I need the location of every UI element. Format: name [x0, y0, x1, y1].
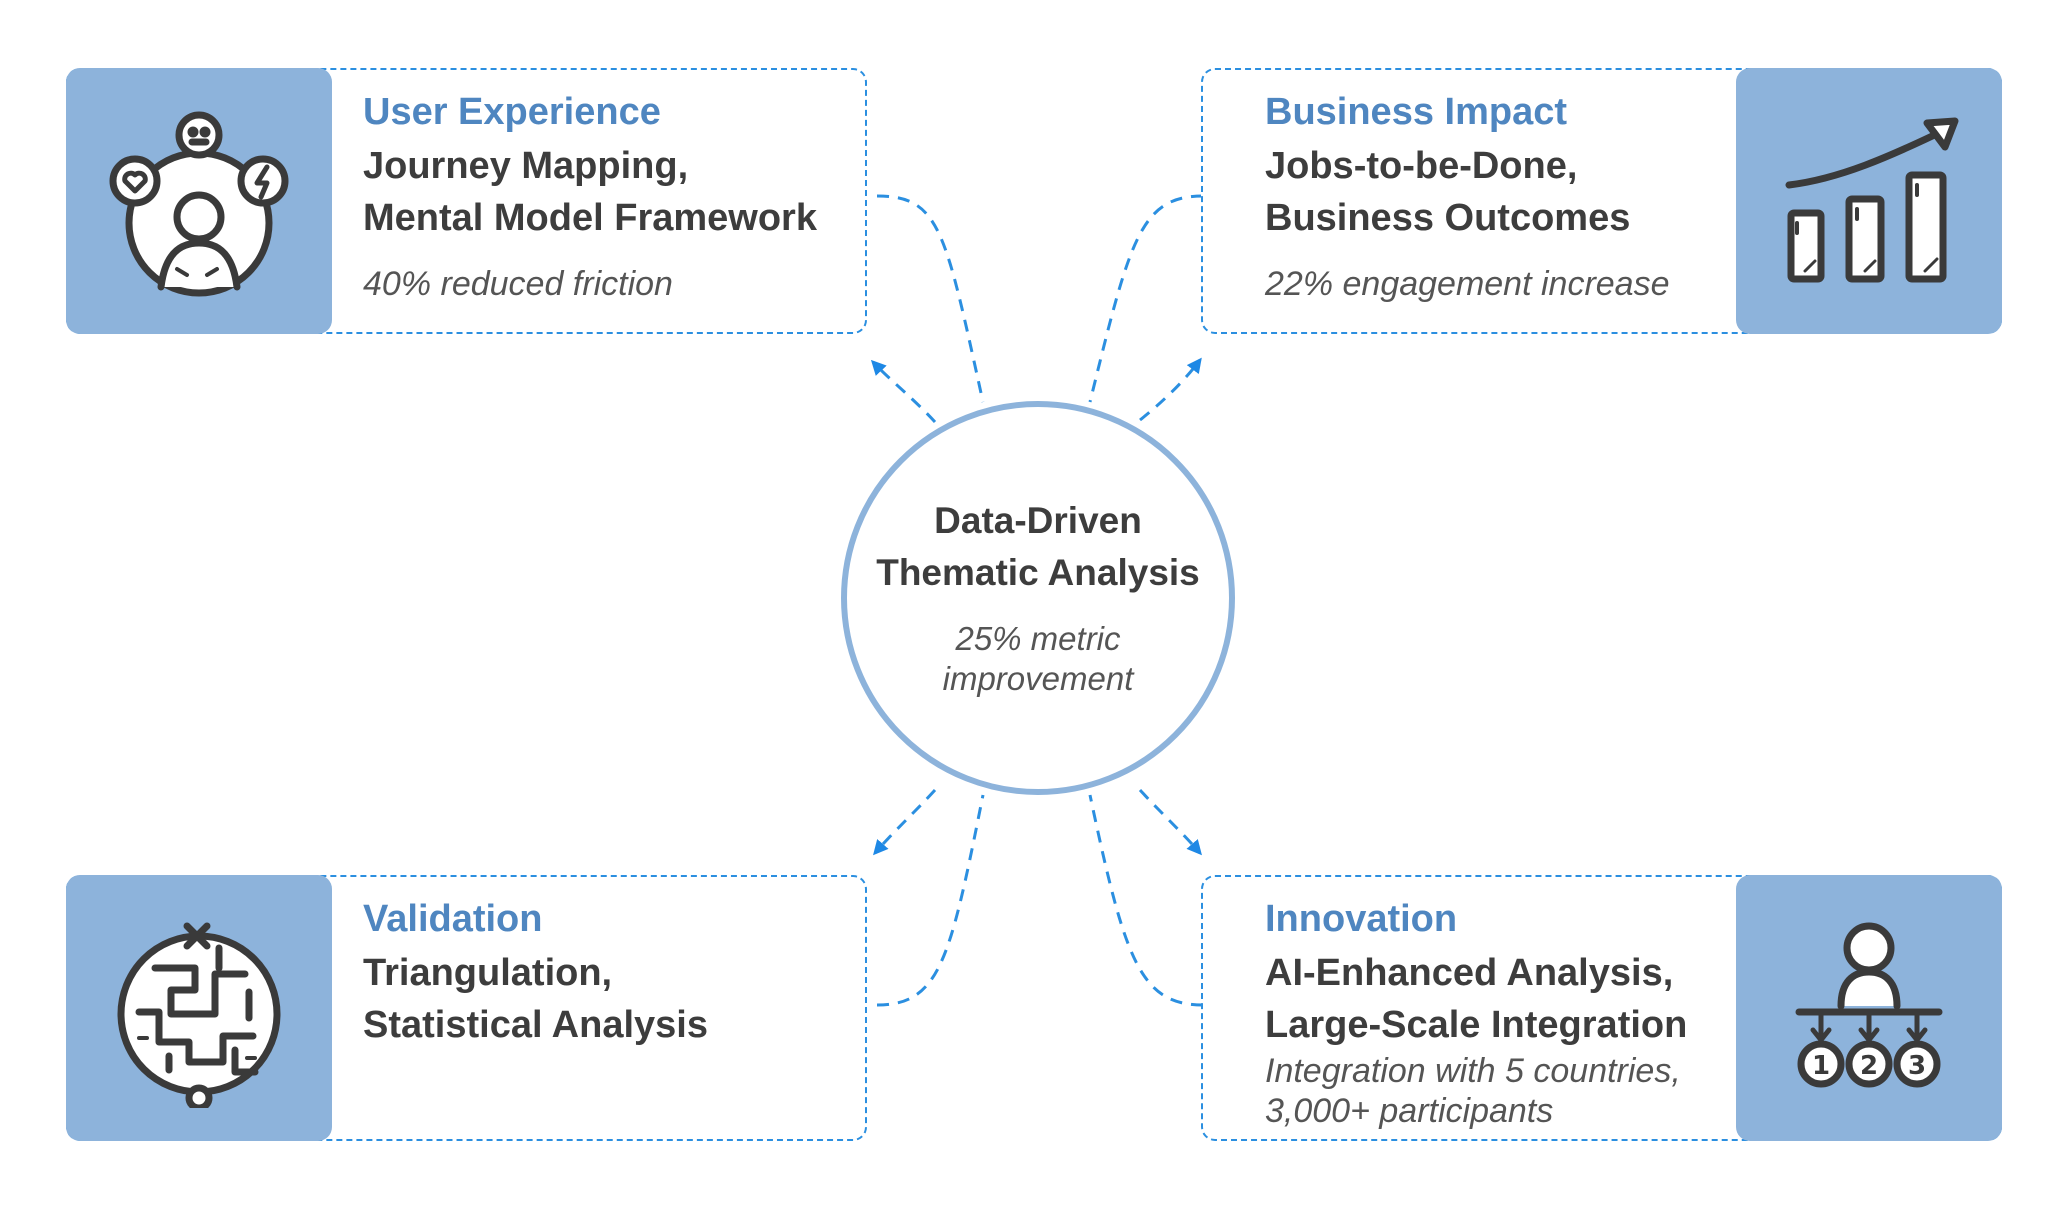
method-line-2: Large-Scale Integration — [1265, 1004, 1688, 1046]
category-label: Validation — [363, 898, 543, 940]
icon-tile — [66, 875, 332, 1141]
user-emotions-icon — [109, 111, 289, 297]
central-hub: Data-Driven Thematic Analysis 25% metric… — [841, 401, 1235, 795]
connector-user-experience-out — [876, 194, 985, 403]
card-validation: Validation Triangulation, Statistical An… — [66, 875, 867, 1141]
connector-validation-out — [876, 794, 985, 1007]
connector-user-experience-in — [870, 359, 937, 424]
method-line-1: Triangulation, — [363, 952, 613, 994]
method-line-2: Business Outcomes — [1265, 197, 1631, 239]
metric-text: 40% reduced friction — [363, 265, 673, 303]
hub-title: Data-Driven Thematic Analysis — [847, 495, 1229, 599]
category-label: Innovation — [1265, 898, 1458, 940]
card-user-experience: User Experience Journey Mapping, Mental … — [66, 68, 867, 334]
card-business-impact: Business Impact Jobs-to-be-Done, Busines… — [1201, 68, 2002, 334]
connector-innovation-out — [1088, 794, 1204, 1007]
category-label: User Experience — [363, 91, 661, 133]
maze-icon — [117, 922, 281, 1108]
icon-tile: 1 2 3 — [1736, 875, 2002, 1141]
person-ranking-icon: 1 2 3 — [1795, 922, 1943, 1088]
hub-title-line-1: Data-Driven — [934, 500, 1142, 541]
icon-tile — [66, 68, 332, 334]
method-line-1: Jobs-to-be-Done, — [1265, 145, 1578, 187]
svg-text:3: 3 — [1908, 1051, 1926, 1081]
hub-metric-line-1: 25% metric — [955, 620, 1121, 657]
svg-text:1: 1 — [1812, 1051, 1830, 1081]
metric-text: 22% engagement increase — [1265, 265, 1670, 303]
growth-chart-icon — [1785, 117, 1959, 283]
connector-business-impact-out — [1088, 194, 1204, 403]
method-line-2: Statistical Analysis — [363, 1004, 708, 1046]
hub-title-line-2: Thematic Analysis — [876, 552, 1200, 593]
svg-text:2: 2 — [1860, 1051, 1878, 1081]
connector-business-impact-in — [1139, 357, 1202, 422]
hub-metric-line-2: improvement — [942, 660, 1134, 697]
hub-metric: 25% metric improvement — [847, 619, 1229, 699]
connector-innovation-in — [1138, 788, 1202, 856]
method-line-1: Journey Mapping, — [363, 145, 689, 187]
card-innovation: 1 2 3 Innovation AI-Enhanced Analysis, L… — [1201, 875, 2002, 1141]
method-line-1: AI-Enhanced Analysis, — [1265, 952, 1674, 994]
category-label: Business Impact — [1265, 91, 1567, 133]
metric-line-2: 3,000+ participants — [1265, 1092, 1554, 1130]
icon-tile — [1736, 68, 2002, 334]
metric-line-1: Integration with 5 countries, — [1265, 1052, 1681, 1090]
method-line-2: Mental Model Framework — [363, 197, 817, 239]
connector-validation-in — [873, 788, 937, 856]
